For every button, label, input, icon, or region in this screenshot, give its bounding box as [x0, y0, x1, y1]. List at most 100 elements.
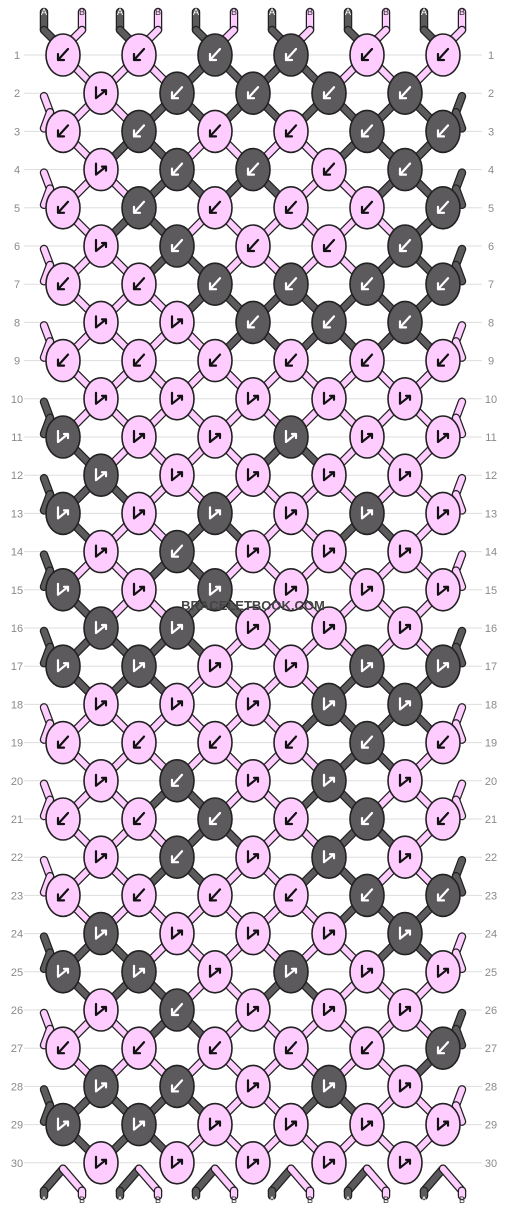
knot	[425, 644, 461, 689]
strand-segment	[269, 1165, 294, 1194]
knot	[311, 300, 347, 345]
arrow-left-icon	[56, 1041, 70, 1055]
knot	[121, 491, 157, 536]
knot	[349, 262, 385, 307]
strand-segment	[41, 1102, 53, 1125]
arrow-right-icon	[94, 391, 108, 405]
arrow-right-icon	[360, 582, 374, 596]
strand-segment	[453, 873, 465, 896]
knot	[45, 491, 81, 536]
strand-label-top: A	[41, 7, 47, 17]
strand-label-top: B	[79, 7, 85, 17]
arrow-left-icon	[56, 811, 70, 826]
row-number-right: 11	[485, 432, 496, 444]
row-number-left: 8	[14, 317, 20, 329]
row-number-left: 10	[11, 394, 23, 406]
arrow-right-icon	[284, 582, 298, 596]
knot	[425, 1026, 461, 1070]
knot	[425, 338, 461, 383]
strand-segment	[41, 414, 53, 437]
arrow-right-icon	[170, 697, 184, 711]
knot	[83, 300, 119, 345]
arrow-right-icon	[170, 926, 184, 940]
arrow-left-icon	[56, 124, 70, 138]
arrow-right-icon	[398, 1079, 412, 1093]
strand-label-bottom: B	[155, 1195, 161, 1205]
row-number-left: 2	[14, 88, 20, 100]
arrow-right-icon	[94, 544, 108, 558]
strand-label-top: B	[231, 7, 237, 17]
watermark: BRACELETBOOK.COM	[181, 598, 325, 613]
knot	[349, 1102, 385, 1147]
knot	[387, 71, 423, 115]
knot	[121, 797, 157, 841]
arrow-left-icon	[284, 277, 298, 291]
strand-label-top: B	[383, 7, 389, 17]
arrow-right-icon	[284, 506, 298, 520]
knot	[83, 529, 119, 574]
row-number-left: 4	[14, 165, 20, 177]
strand-label-bottom: B	[459, 1195, 465, 1205]
strand-segment	[288, 1165, 313, 1194]
row-number-right: 7	[488, 279, 494, 291]
knot	[273, 567, 309, 612]
knot	[349, 873, 385, 918]
arrow-right-icon	[436, 429, 450, 444]
row-number-right: 25	[485, 967, 497, 979]
knot	[83, 835, 119, 880]
arrow-left-icon	[284, 47, 298, 62]
knot	[311, 606, 347, 650]
knot	[83, 224, 119, 268]
arrow-left-icon	[284, 200, 298, 214]
row-number-right: 23	[485, 890, 497, 902]
knot	[121, 1026, 157, 1070]
arrow-left-icon	[284, 888, 298, 902]
knot	[273, 109, 309, 154]
strand-segment	[453, 338, 465, 361]
row-number-left: 15	[11, 585, 23, 597]
arrow-left-icon	[170, 86, 184, 100]
strand-segment	[440, 1165, 465, 1194]
arrow-right-icon	[94, 1002, 108, 1017]
row-number-right: 20	[485, 776, 497, 788]
arrow-right-icon	[94, 926, 108, 940]
arrow-right-icon	[322, 1155, 336, 1169]
row-number-left: 24	[11, 929, 23, 941]
arrow-right-icon	[94, 238, 108, 253]
knot	[197, 873, 233, 918]
knot	[45, 949, 81, 994]
row-number-right: 17	[485, 661, 497, 673]
knot	[425, 797, 461, 841]
row-number-right: 12	[485, 470, 497, 482]
knot	[311, 147, 347, 192]
knot	[235, 682, 271, 727]
knot	[349, 644, 385, 689]
knot	[425, 1102, 461, 1147]
strand-segment	[453, 644, 465, 667]
row-number-right: 13	[485, 508, 497, 520]
knot	[387, 224, 423, 268]
row-number-right: 18	[485, 699, 497, 711]
arrow-right-icon	[94, 162, 108, 176]
row-number-right: 26	[485, 1005, 497, 1017]
arrow-left-icon	[246, 238, 260, 253]
arrow-left-icon	[360, 1041, 374, 1055]
row-number-right: 3	[488, 126, 494, 138]
strand-segment	[453, 720, 465, 743]
knot	[425, 33, 461, 77]
knot	[83, 606, 119, 650]
arrow-right-icon	[436, 506, 450, 520]
arrow-left-icon	[398, 238, 412, 253]
strand-segment	[41, 185, 53, 208]
strand-segment	[453, 1026, 465, 1049]
arrow-left-icon	[284, 124, 298, 138]
knot	[387, 911, 423, 956]
strand-segment	[41, 873, 53, 896]
knot	[83, 1141, 119, 1185]
arrow-left-icon	[436, 200, 450, 214]
arrow-right-icon	[398, 926, 412, 940]
knot	[273, 720, 309, 765]
row-number-left: 29	[11, 1120, 23, 1132]
knot	[83, 71, 119, 115]
